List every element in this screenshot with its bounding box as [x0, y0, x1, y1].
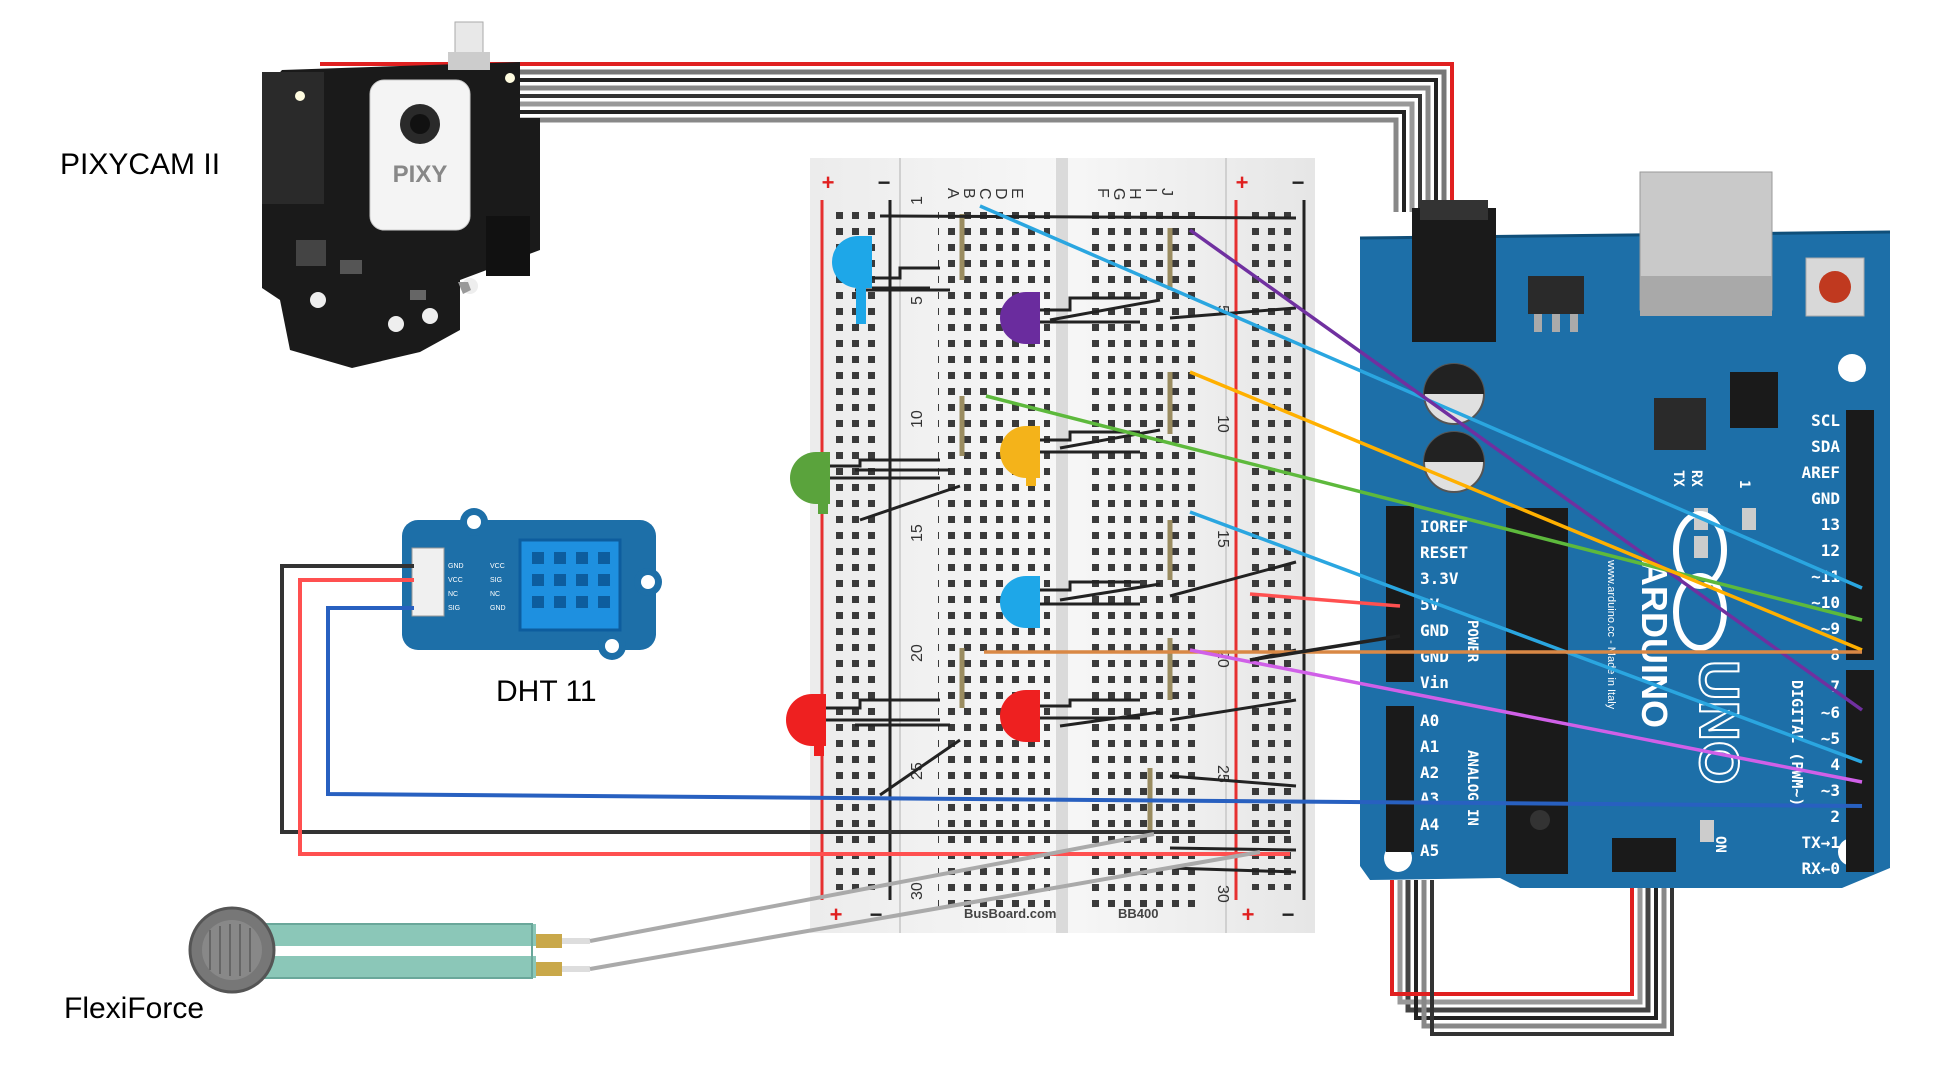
arduino-uno-board: IOREF RESET 3.3V 5V GND GND Vin A0 A1 A2…	[1359, 171, 1891, 888]
arduino-brand: ARDUINO	[1634, 560, 1675, 728]
l-label: 1	[1736, 480, 1752, 488]
pin-rx0: RX←0	[1801, 859, 1840, 878]
dht11-module: GND VCC NC SIG VCC SIG NC GND	[402, 508, 662, 660]
flexiforce-wires	[589, 832, 1261, 971]
dht-pin: SIG	[490, 577, 502, 584]
dht11-label: DHT 11	[496, 675, 597, 708]
row-number: 10	[909, 410, 926, 428]
pin-gnd-1: GND	[1420, 621, 1449, 640]
col-letter: D	[992, 188, 1009, 200]
pixycam-board: PIXY	[262, 21, 540, 368]
dht-pin: NC	[448, 591, 458, 598]
pin-gnd-2: GND	[1420, 647, 1449, 666]
signal-wires	[979, 204, 1864, 784]
col-letter: A	[944, 188, 961, 199]
arduino-model: UNO	[1688, 660, 1751, 784]
dht-pin: VCC	[490, 563, 505, 570]
row-number: 30	[1214, 885, 1231, 903]
pin-gnd-top: GND	[1811, 489, 1840, 508]
minus-mark: −	[1282, 902, 1295, 927]
plus-mark: +	[830, 902, 843, 927]
pin-reset: RESET	[1420, 543, 1468, 562]
ribbon-cable	[320, 62, 1674, 1036]
led-green	[790, 452, 940, 514]
row-number: 1	[909, 196, 926, 205]
dht-pin: VCC	[448, 577, 463, 584]
led-blue-1	[832, 236, 940, 324]
pin-ioref: IOREF	[1420, 517, 1468, 536]
pin-12: 12	[1821, 541, 1840, 560]
dht-pin: SIG	[448, 605, 460, 612]
pin-a5: A5	[1420, 841, 1439, 860]
flexiforce-sensor	[188, 906, 590, 994]
col-letter: J	[1158, 188, 1175, 196]
pin-6: ~6	[1821, 703, 1840, 722]
col-letter: B	[960, 188, 977, 199]
row-number: 20	[909, 644, 926, 662]
power-label: POWER	[1464, 620, 1480, 663]
dht-wires	[280, 564, 1863, 856]
row-number: 15	[1214, 530, 1231, 548]
on-label: ON	[1712, 836, 1728, 853]
resistors	[959, 214, 1173, 832]
plus-mark: +	[822, 170, 835, 195]
col-letter: C	[976, 188, 993, 200]
pin-tx1: TX→1	[1801, 833, 1840, 852]
plus-mark: +	[1242, 902, 1255, 927]
pixycam-label: PIXYCAM II	[60, 148, 221, 181]
pin-3v3: 3.3V	[1420, 569, 1459, 588]
pin-11: ~11	[1811, 567, 1840, 586]
led-blue-2	[1000, 576, 1140, 628]
led-red-2	[1000, 690, 1140, 742]
pin-a3: A3	[1420, 789, 1439, 808]
pin-a0: A0	[1420, 711, 1439, 730]
pixy-logo-text: PIXY	[393, 161, 448, 188]
pin-2: 2	[1830, 807, 1840, 826]
pin-4: 4	[1830, 755, 1840, 774]
breadboard: A B C D E F G H I J 1 5 10 15 20 25 30 5…	[810, 158, 1315, 933]
pin-a1: A1	[1420, 737, 1439, 756]
breadboard-brand: BusBoard.com	[964, 906, 1056, 921]
led-purple	[1000, 292, 1140, 344]
pin-13: 13	[1821, 515, 1840, 534]
pin-sda: SDA	[1811, 437, 1840, 456]
pin-vin: Vin	[1420, 673, 1449, 692]
analog-label: ANALOG IN	[1464, 750, 1480, 826]
led-yellow	[1000, 426, 1140, 486]
pin-scl: SCL	[1811, 411, 1840, 430]
arduino-made-in: www.arduino.cc - Made in Italy	[1605, 559, 1617, 710]
row-number: 15	[909, 524, 926, 542]
col-letter: I	[1142, 188, 1159, 192]
col-letter: F	[1094, 188, 1111, 198]
pin-aref: AREF	[1801, 463, 1840, 482]
col-letter: G	[1110, 188, 1127, 200]
pin-3: ~3	[1821, 781, 1840, 800]
col-letter: E	[1008, 188, 1025, 199]
dht-pin: GND	[490, 605, 506, 612]
pin-8: 8	[1830, 645, 1840, 664]
digital-label: DIGITAL (PWM~)	[1788, 680, 1806, 806]
arduino-logo: ARDUINO UNO www.arduino.cc - Made in Ita…	[1605, 511, 1752, 785]
breadboard-model: BB400	[1118, 906, 1158, 921]
minus-mark: −	[870, 902, 883, 927]
rx-label: RX	[1688, 470, 1704, 487]
row-number: 5	[909, 296, 926, 305]
flexiforce-label: FlexiForce	[64, 992, 205, 1025]
col-letter: H	[1126, 188, 1143, 200]
row-number: 10	[1214, 415, 1231, 433]
pin-7: 7	[1830, 677, 1840, 696]
pin-5: ~5	[1821, 729, 1840, 748]
minus-mark: −	[878, 170, 891, 195]
plus-mark: +	[1236, 170, 1249, 195]
row-number: 30	[909, 882, 926, 900]
tx-label: TX	[1670, 470, 1686, 487]
dht-pin: NC	[490, 591, 500, 598]
led-red-1	[786, 694, 940, 756]
minus-mark: −	[1292, 170, 1305, 195]
pin-a2: A2	[1420, 763, 1439, 782]
pin-a4: A4	[1420, 815, 1439, 834]
dht-pin: GND	[448, 563, 464, 570]
